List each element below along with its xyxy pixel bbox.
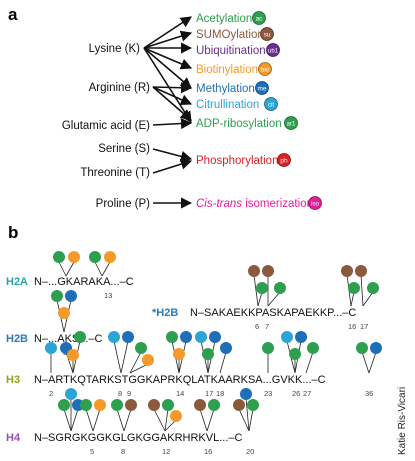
h4-row: H4 N–SGRGKGGKGLGKGGAKRHRKVL...–C 5 8 12 … [6, 388, 259, 456]
ubiquitination-badge-icon [266, 43, 280, 57]
svg-text:17: 17 [360, 322, 368, 331]
svg-text:8: 8 [118, 389, 122, 398]
biotinylation-badge-icon [258, 62, 272, 76]
svg-text:ub1: ub1 [268, 49, 279, 55]
h2b-variant-name: *H2B [152, 307, 178, 319]
mod-citrullination: Citrullination [196, 99, 259, 111]
svg-text:9: 9 [127, 389, 131, 398]
panel-b-label: b [8, 223, 18, 242]
mod-acetylation: Acetylation [196, 13, 252, 25]
svg-text:36: 36 [365, 389, 373, 398]
residue-labels: Lysine (K) Arginine (R) Glutamic acid (E… [62, 43, 150, 210]
svg-text:26: 26 [292, 389, 300, 398]
h2a-row: H2A N–...GKARAKA...–C 9 13 [6, 251, 134, 300]
credit-label: Katie Ris-Vicari [397, 387, 408, 455]
svg-text:bio: bio [261, 68, 270, 74]
svg-text:su: su [264, 32, 271, 39]
isomerization-badge-icon [308, 196, 322, 210]
residue-proline: Proline (P) [96, 198, 150, 210]
svg-text:14: 14 [176, 389, 184, 398]
methylation-badge-icon [255, 81, 269, 95]
h3-name: H3 [6, 374, 20, 386]
h4-name: H4 [6, 432, 21, 444]
svg-text:8: 8 [121, 447, 125, 456]
mod-biotinylation: Biotinylation [196, 64, 258, 76]
svg-text:6: 6 [255, 322, 259, 331]
mod-methylation: Methylation [196, 83, 255, 95]
svg-text:iso: iso [311, 202, 319, 208]
h3-sequence: N–ARTKQTARKSTGGKAPRKQLATKAARKSA...GVKK..… [34, 374, 326, 386]
svg-text:13: 13 [104, 291, 112, 300]
svg-text:5: 5 [90, 447, 94, 456]
residue-glutamic-acid: Glutamic acid (E) [62, 120, 150, 132]
mod-sumoylation: SUMOylation [196, 29, 264, 41]
svg-text:cit: cit [268, 103, 274, 109]
h2b-name: H2B [6, 333, 28, 345]
arrows [143, 16, 193, 209]
svg-text:me: me [257, 86, 266, 93]
citrullination-badge-icon [264, 97, 278, 111]
mod-isomerization: Cis-trans isomerization [196, 198, 313, 210]
residue-serine: Serine (S) [98, 143, 150, 155]
mod-adp-ribosylation: ADP-ribosylation [196, 118, 282, 130]
mod-phosphorylation: Phosphorylation [196, 155, 278, 167]
modification-list: Acetylation ac SUMOylation su Ubiquitina… [196, 11, 322, 210]
svg-text:23: 23 [264, 389, 272, 398]
svg-text:ac: ac [256, 16, 264, 23]
h2b-variant-sequence: N–SAKAEKKPASKAPAEKKP...–C [190, 307, 356, 319]
svg-text:27: 27 [303, 389, 311, 398]
h2a-sequence: N–...GKARAKA...–C [34, 276, 134, 288]
h2a-name: H2A [6, 276, 28, 288]
svg-text:20: 20 [246, 447, 254, 456]
residue-lysine: Lysine (K) [89, 43, 141, 55]
phosphorylation-badge-icon [277, 153, 291, 167]
svg-text:12: 12 [162, 447, 170, 456]
svg-text:7: 7 [265, 322, 269, 331]
svg-text:ph: ph [280, 158, 288, 165]
adp-ribosylation-badge-icon [284, 116, 298, 130]
mod-ubiquitination: Ubiquitination [196, 45, 266, 57]
sumoylation-badge-icon [260, 27, 274, 41]
h4-sequence: N–SGRGKGGKGLGKGGAKRHRKVL...–C [34, 432, 243, 444]
svg-text:17: 17 [205, 389, 213, 398]
acetylation-badge-icon [252, 11, 266, 25]
svg-text:2: 2 [49, 389, 53, 398]
svg-text:16: 16 [348, 322, 356, 331]
h2b-variant-row: *H2B N–SAKAEKKPASKAPAEKKP...–C 6 7 16 17 [152, 265, 379, 331]
svg-text:18: 18 [216, 389, 224, 398]
residue-threonine: Threonine (T) [80, 167, 150, 179]
panel-a-label: a [8, 5, 18, 24]
h3-row: H3 N–ARTKQTARKSTGGKAPRKQLATKAARKSA...GVK… [6, 331, 382, 398]
svg-text:16: 16 [204, 447, 212, 456]
svg-text:ar1: ar1 [287, 122, 296, 128]
residue-arginine: Arginine (R) [89, 82, 151, 94]
